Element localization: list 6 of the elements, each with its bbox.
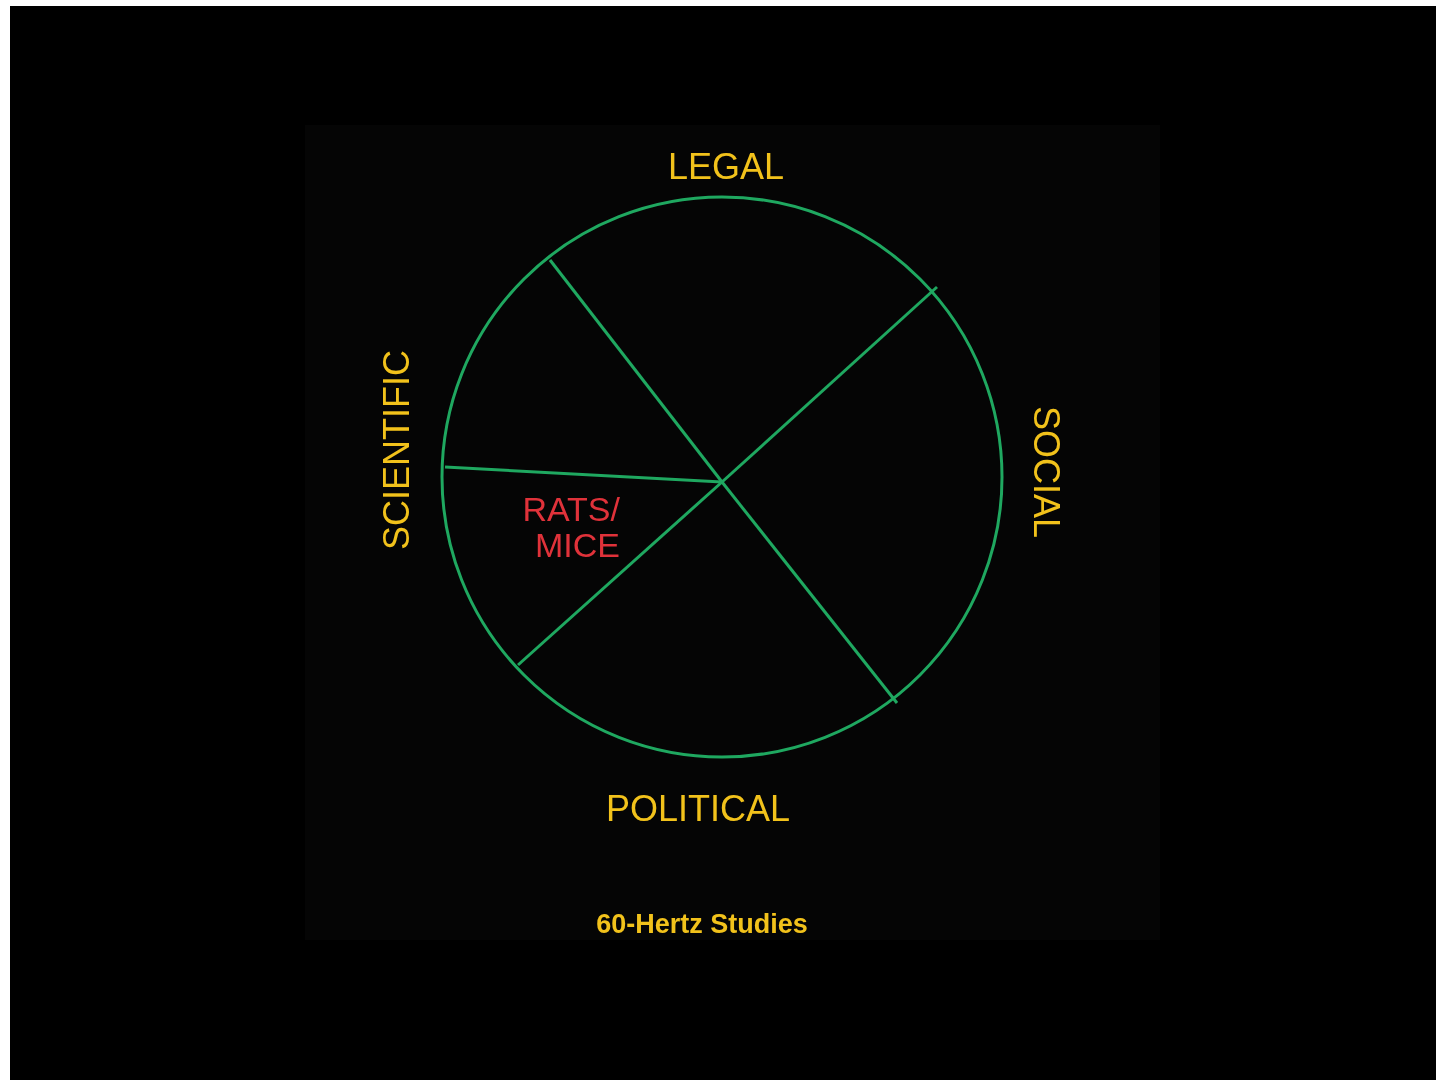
- segment-label: RATS/ MICE: [521, 492, 620, 564]
- section-label: POLITICAL: [606, 790, 791, 828]
- section-label: SOCIAL: [1027, 406, 1065, 538]
- section-label: SCIENTIFIC: [378, 350, 416, 550]
- caption: 60-Hertz Studies: [596, 910, 808, 939]
- section-label: LEGAL: [668, 148, 785, 186]
